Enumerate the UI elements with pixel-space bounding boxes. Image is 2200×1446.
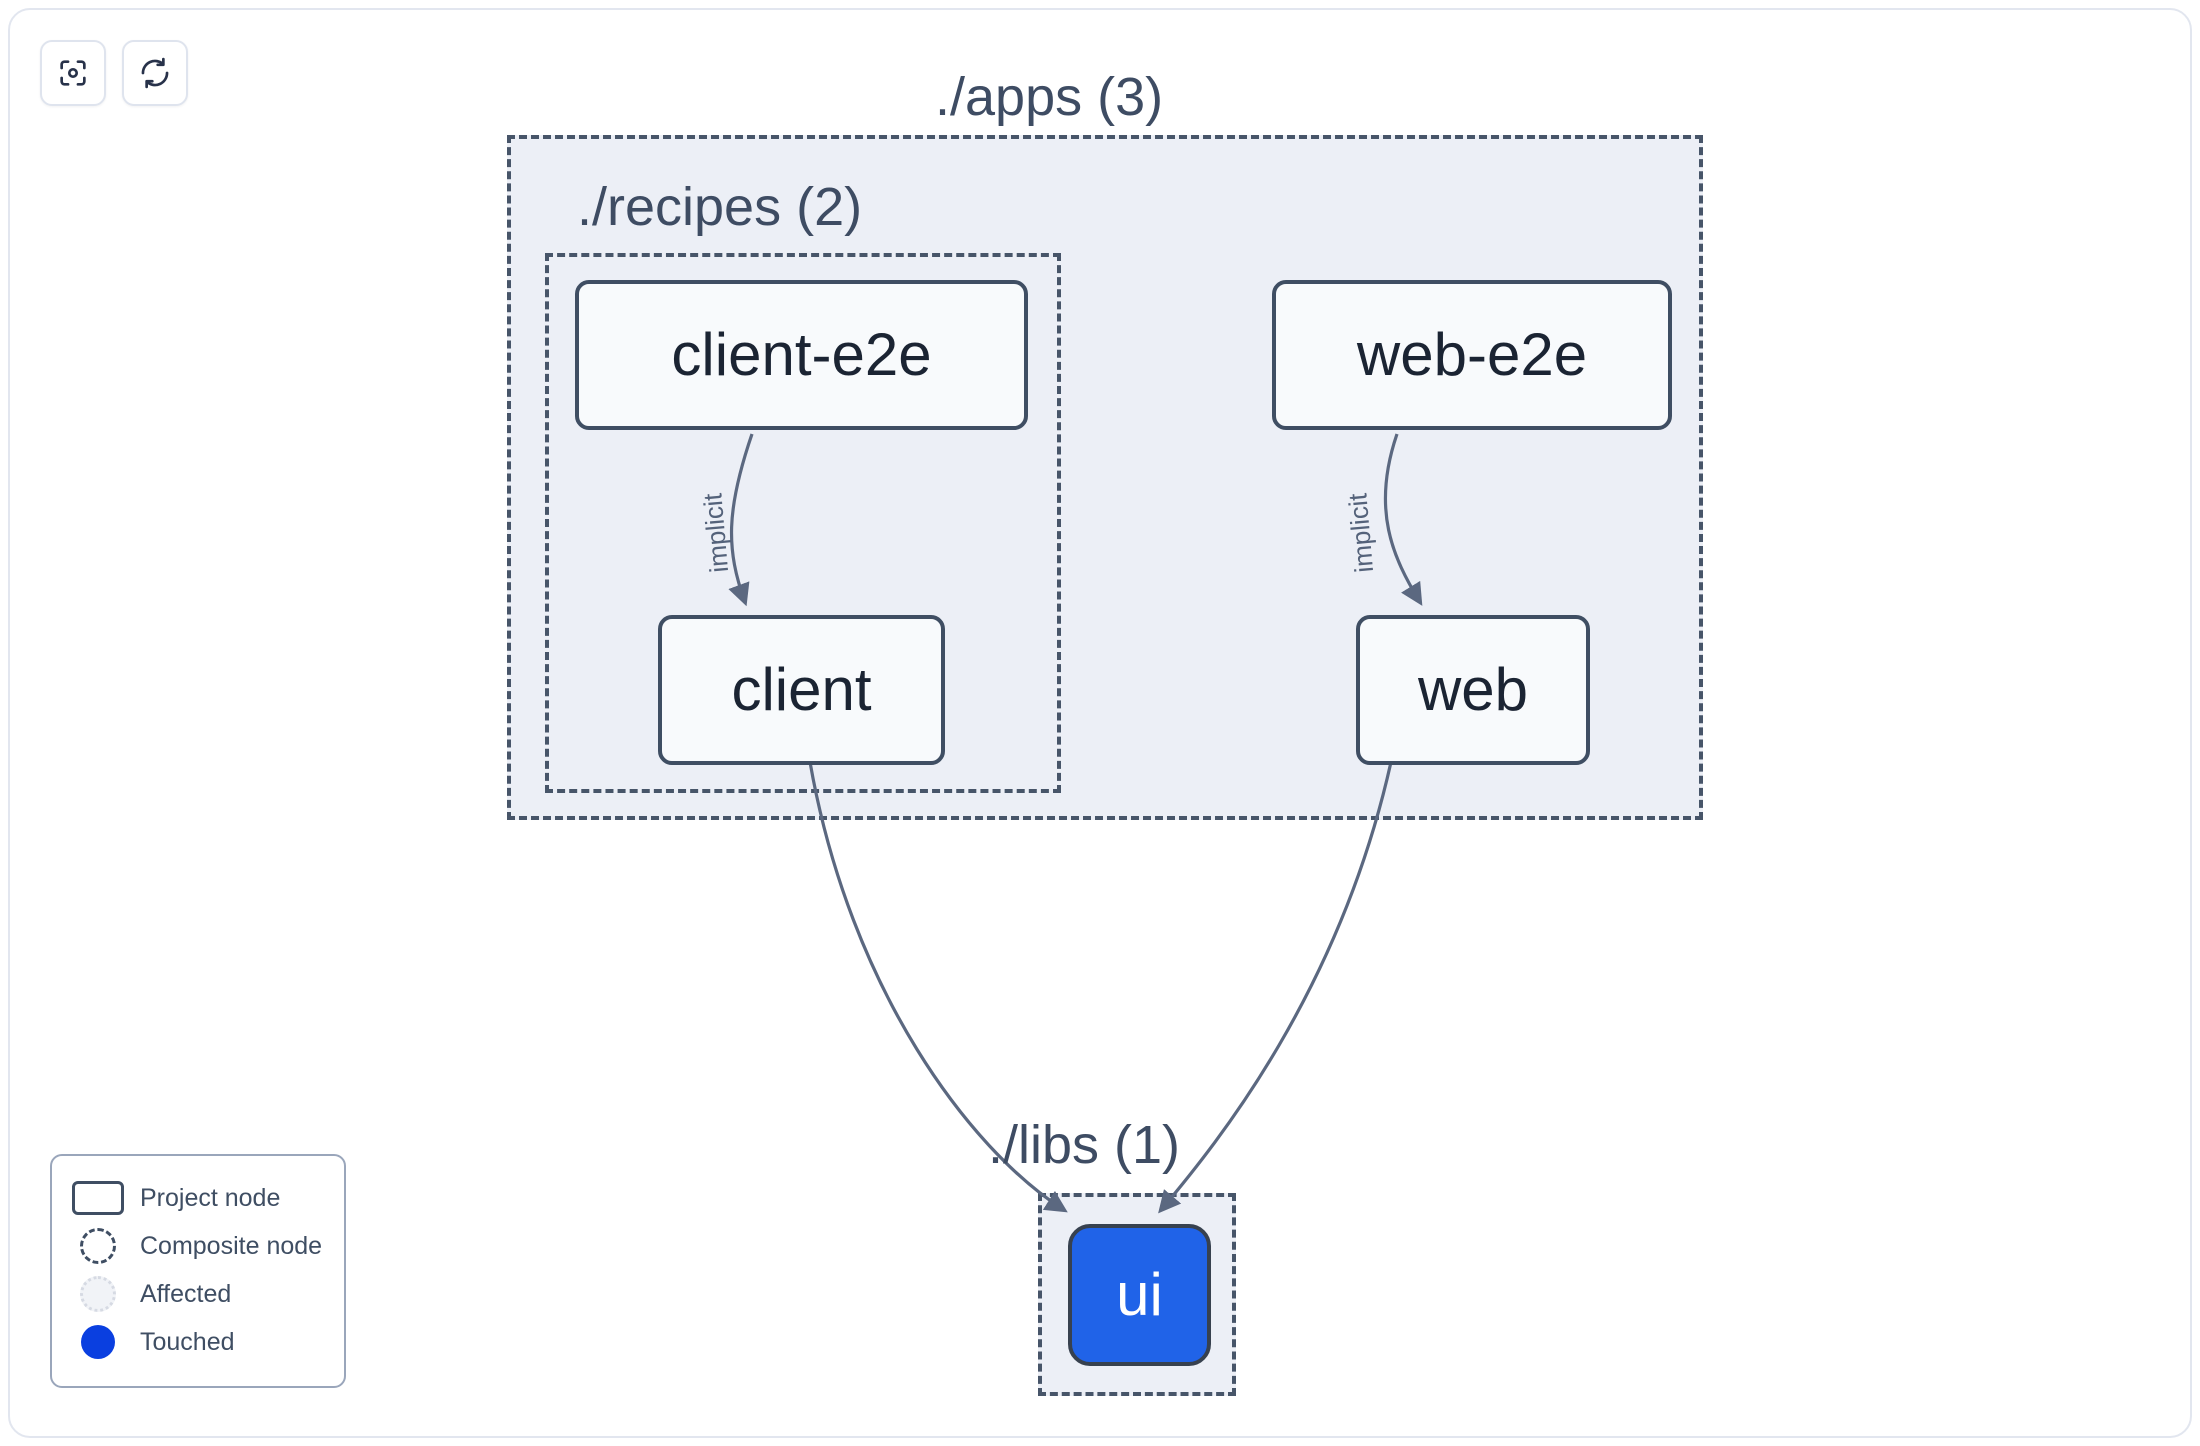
project-node-web[interactable]: web (1356, 615, 1590, 765)
project-node-swatch-icon (72, 1181, 124, 1215)
affected-swatch-icon (72, 1276, 124, 1312)
project-graph: ./apps (3) ./recipes (2) ./libs (1) impl… (10, 10, 2190, 1436)
legend-item-project-node-label: Project node (140, 1183, 281, 1212)
legend-item-project-node: Project node (72, 1174, 324, 1222)
graph-viewport: ./apps (3) ./recipes (2) ./libs (1) impl… (8, 8, 2192, 1438)
focus-target-icon (56, 56, 90, 90)
refresh-graph-button[interactable] (122, 40, 188, 106)
project-node-ui[interactable]: ui (1068, 1224, 1211, 1366)
legend-item-touched: Touched (72, 1318, 324, 1366)
project-node-web-label: web (1417, 656, 1529, 723)
legend-item-affected-label: Affected (140, 1279, 232, 1308)
project-node-ui-label: ui (1116, 1261, 1163, 1328)
composite-group-recipes-label: ./recipes (2) (577, 177, 863, 237)
edge-label-web-e2e-to-web: implicit (1342, 492, 1380, 574)
project-node-client-label: client (731, 656, 872, 723)
legend-item-composite-node-label: Composite node (140, 1231, 323, 1260)
touched-swatch-icon (72, 1325, 124, 1359)
composite-node-swatch-icon (72, 1228, 124, 1264)
project-node-client-e2e-label: client-e2e (671, 321, 932, 388)
edge-web-to-ui (1158, 761, 1393, 1214)
refresh-sync-icon (138, 56, 172, 90)
project-node-client[interactable]: client (658, 615, 945, 765)
project-node-web-e2e[interactable]: web-e2e (1272, 280, 1672, 430)
edge-label-client-e2e-to-client: implicit (697, 492, 735, 574)
legend-item-affected: Affected (72, 1270, 324, 1318)
graph-legend: Project node Composite node Affected Tou… (50, 1154, 346, 1388)
project-node-web-e2e-label: web-e2e (1356, 321, 1588, 388)
legend-item-composite-node: Composite node (72, 1222, 324, 1270)
composite-group-apps-label: ./apps (3) (935, 67, 1164, 127)
project-node-client-e2e[interactable]: client-e2e (575, 280, 1028, 430)
graph-toolbar (40, 40, 188, 106)
legend-item-touched-label: Touched (140, 1327, 235, 1356)
focus-graph-button[interactable] (40, 40, 106, 106)
composite-group-libs-label: ./libs (1) (988, 1115, 1181, 1175)
